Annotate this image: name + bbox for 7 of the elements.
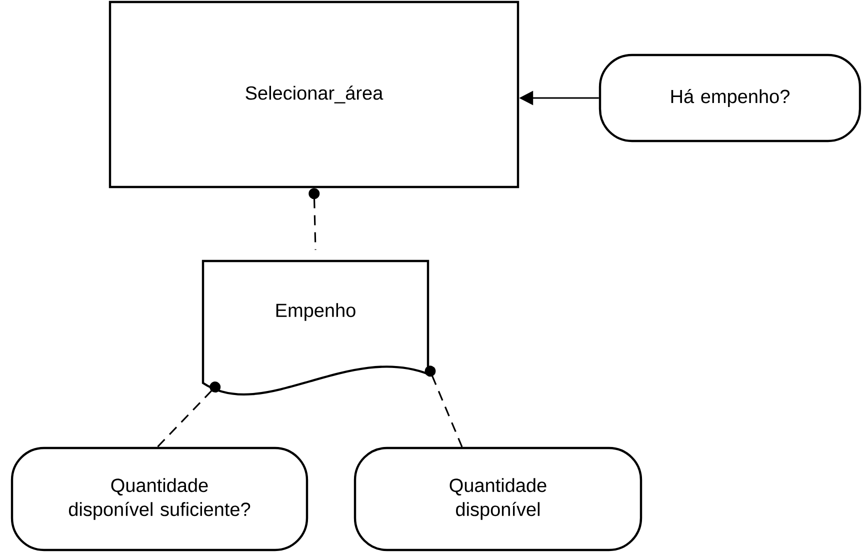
connector [308, 188, 320, 250]
terminal-box: Há empenho? [598, 54, 862, 142]
terminal-box: Quantidade disponível [354, 446, 642, 552]
connector [424, 366, 463, 448]
process-box: Selecionar_área [108, 0, 520, 188]
terminal-box: Quantidade disponível suficiente? [10, 446, 308, 552]
connector [156, 382, 221, 448]
